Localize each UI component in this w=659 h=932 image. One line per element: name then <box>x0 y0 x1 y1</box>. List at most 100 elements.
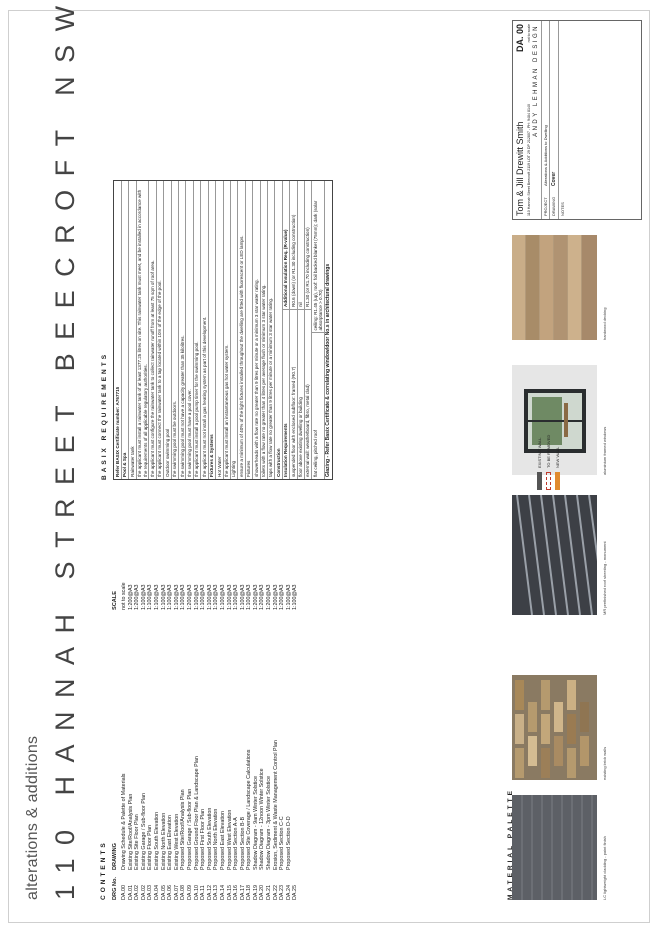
project-subtitle: alterations & additions <box>24 735 41 900</box>
removed-wall-swatch <box>546 472 551 490</box>
basix-line: the swimming pool must be outdoors. <box>171 181 180 479</box>
col-drg-no: DRG No. <box>112 877 118 900</box>
drawing-scale: 1:200@A3 <box>127 584 134 610</box>
drg-number: DA.15 <box>226 885 233 900</box>
drg-number: DA.08 <box>180 885 187 900</box>
sheet-border <box>8 10 650 923</box>
drawing-scale: not to scale <box>121 582 127 610</box>
drg-number: DA.03 <box>147 885 154 900</box>
drawing-scale: 1:100@A3 <box>193 584 200 610</box>
drawing-scale: 1:100@A3 <box>160 584 167 610</box>
col-scale: SCALE <box>112 591 118 610</box>
insulation-cell: floor above existing dwelling or buildin… <box>297 309 304 479</box>
project-title: 110 HANNAH STREET BEECROFT NSW 2119 <box>50 0 80 900</box>
drawing-scale: 1:100@A3 <box>292 584 299 610</box>
drawing-name: Proposed Site Coverage / Landscape Calcu… <box>246 749 253 870</box>
drg-number: DA.21 <box>266 885 273 900</box>
drawing-name: Proposed West Elevation <box>226 809 233 870</box>
basix-line: taps with a flow rate no greater than 9 … <box>267 181 276 479</box>
basix-line: Lighting <box>230 181 239 479</box>
insulation-header-a: Insulation Requirements <box>282 309 290 479</box>
drawing-name: Shadow Diagram - 3pm Winter Solstice <box>266 775 273 870</box>
basix-table: Refer BASIX Certificate number: A767715 … <box>113 180 333 480</box>
basix-line: the applicant must not install a gas hea… <box>201 181 209 479</box>
drg-number: DA.25 <box>292 885 299 900</box>
basix-heading: BASIX REQUIREMENTS <box>101 351 108 480</box>
caption-decking: hardwood decking <box>602 307 607 340</box>
drawing-scale: 1:200@A3 <box>186 584 193 610</box>
basix-line: the applicant must install a rainwater t… <box>136 181 150 479</box>
project-label: PROJECT <box>543 197 548 216</box>
wall-legend: EXISTING WALL TO BE REMOVED NEW WALL <box>537 435 560 490</box>
drawing-scale: 1:100@A3 <box>140 584 147 610</box>
drg-number: DA.12 <box>206 885 213 900</box>
drawing-scale: 1:100@A3 <box>233 584 240 610</box>
drg-number: DA.13 <box>213 885 220 900</box>
drg-number: DA.23 <box>279 885 286 900</box>
basix-line: showerheads with a flow rate no greater … <box>253 181 261 479</box>
drawing-scale: 1:100@A3 <box>167 584 174 610</box>
drawing-name: Proposed Section D-D <box>285 816 292 870</box>
insulation-cell: flat ceiling, pitched roof <box>312 332 325 479</box>
drawing-name: Proposed Section C-C <box>279 816 286 870</box>
drg-number: DA.10 <box>193 885 200 900</box>
drawing-name: Proposed Section A-A <box>233 817 240 870</box>
basix-line: the applicant must install a pool pump t… <box>193 181 202 479</box>
drg-number: DA.24 <box>285 885 292 900</box>
drawing-scale: 1:100@A3 <box>206 584 213 610</box>
basix-line: toilets with a flow rate no greater than… <box>260 181 268 479</box>
new-wall-swatch <box>555 472 560 490</box>
basix-line: Outdoor swimming pool <box>164 181 172 479</box>
drawing-scale: 1:100@A3 <box>285 584 292 610</box>
drawing-scale: 1:100@A3 <box>226 584 233 610</box>
drawing-label: DRAWING <box>551 196 556 216</box>
drg-number: DA.18 <box>246 885 253 900</box>
drawing-scale: 1:100@A3 <box>180 584 187 610</box>
contents-heading: CONTENTS <box>100 840 107 900</box>
drawing-name: Existing West Elevation <box>173 813 180 870</box>
basix-line: Fixtures <box>245 181 254 479</box>
drg-number: DA.02 <box>140 885 147 900</box>
drg-number: DA.17 <box>239 885 246 900</box>
drawing-scale: 1:100@A3 <box>153 584 160 610</box>
drawing-name <box>292 610 299 870</box>
drawing-scale: 1:100@A3 <box>200 584 207 610</box>
basix-cert: Refer BASIX Certificate number: A767715 <box>114 181 122 479</box>
drg-number: DA.20 <box>259 885 266 900</box>
window-swatch <box>512 365 597 475</box>
drawing-scale: 1:200@A3 <box>279 584 286 610</box>
contents-row: DA.21 Shadow Diagram - 3pm Winter Solstic… <box>266 540 273 900</box>
roof-sheeting-swatch <box>512 495 597 615</box>
basix-section: BASIX REQUIREMENTS Refer BASIX Certifica… <box>101 180 333 480</box>
legend-removed: TO BE REMOVED <box>546 434 551 468</box>
drawing-scale: 1:100@A3 <box>173 584 180 610</box>
drg-number: DA.09 <box>186 885 193 900</box>
drawing-name: Shadow Diagram - 9am Winter Solstice <box>252 775 259 870</box>
drawing-name: Existing North Elevation <box>160 812 167 870</box>
drawing-name: Proposed Section B-B <box>239 816 246 870</box>
basix-line: Pool & Spa <box>121 181 130 479</box>
drawing-name: Proposed East Elevation <box>219 810 226 870</box>
drawing-value: Cover <box>551 171 557 186</box>
drawing-scale: 1:100@A3 <box>147 584 154 610</box>
drawing-name: Proposed First Floor Plan <box>200 808 207 870</box>
cladding-swatch <box>512 795 597 900</box>
basix-line: ensure a minimum of 40% of the light fix… <box>238 181 246 479</box>
